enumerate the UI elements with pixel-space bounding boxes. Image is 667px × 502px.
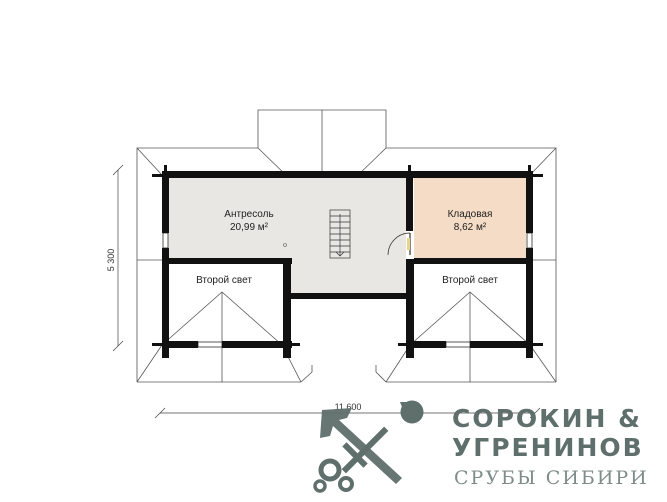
room-kladovaya-area: 8,62 м²	[454, 222, 487, 233]
walls	[152, 165, 543, 358]
room-antresol-name: Антресоль	[224, 209, 273, 220]
staircase	[329, 209, 351, 259]
antresol-floor-center	[290, 260, 408, 294]
lamp-marker	[283, 243, 287, 247]
antresol-floor	[167, 177, 407, 260]
storage-door	[387, 231, 414, 259]
room-second-light-left-name: Второй свет	[196, 275, 252, 286]
room-antresol-area: 20,99 м²	[230, 222, 269, 233]
axe-key-emblem-icon	[313, 400, 424, 493]
dimension-height-label: 5 300	[106, 249, 116, 272]
room-second-light-right-name: Второй свет	[442, 275, 498, 286]
dimension-vertical	[112, 164, 124, 352]
kladovaya-floor	[414, 177, 526, 260]
logo-line-3: СРУБЫ СИБИРИ	[454, 467, 649, 489]
room-kladovaya-name: Кладовая	[448, 209, 493, 220]
logo-line-1: СОРОКИН &	[452, 404, 642, 433]
logo-line-2: УГРЕНИНОВ	[452, 433, 644, 462]
dimension-width-label: 11 600	[335, 402, 362, 412]
windows	[162, 232, 533, 348]
